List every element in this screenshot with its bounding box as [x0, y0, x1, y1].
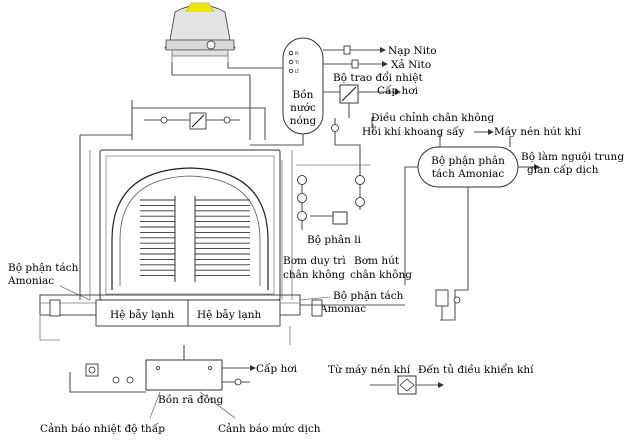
nitrogen-lines	[323, 45, 388, 69]
hot-water-tank-label-2: nước	[290, 102, 316, 114]
label-from-air-compressor: Từ máy nén khí	[328, 364, 411, 376]
label-cold-trap-left: Hệ bẫy lạnh	[110, 308, 175, 321]
label-cold-trap-right: Hệ bẫy lạnh	[197, 308, 262, 321]
vacuum-pumps	[296, 164, 370, 230]
label-intermediate-cooler-2: gian cấp dịch	[527, 163, 599, 176]
label-ammonia-separator-right-1: Bộ phận phân	[431, 155, 505, 167]
cooling-tower	[164, 2, 236, 62]
steam-supply-top-arrow	[372, 89, 401, 95]
label-to-air-control-cabinet: Đến tủ điều khiển khí	[418, 363, 534, 376]
label-ammonia-separator-mid-2: Amoniac	[319, 303, 366, 315]
label-separator: Bộ phân li	[307, 234, 362, 246]
hot-water-tank-label-1: Bồn	[293, 88, 314, 101]
alarm-leaders	[149, 391, 236, 419]
defrost-tank	[69, 345, 256, 393]
ammonia-separator-right	[404, 134, 540, 321]
label-ammonia-separator-left-1: Bộ phận tách	[8, 262, 79, 274]
hot-water-tank-label-3: nóng	[290, 115, 317, 127]
label-holding-pump-1: Bơm duy trì	[283, 255, 346, 267]
label-liquid-level-alarm: Cảnh báo mức dịch	[218, 422, 321, 435]
label-vacuum-pump-1: Bơm hút	[354, 255, 400, 267]
label-steam-supply-bottom: Cấp hơi	[256, 362, 298, 375]
label-vacuum-control: Điều chỉnh chân không	[371, 111, 494, 124]
cold-trap-system	[39, 294, 405, 345]
separator-box	[310, 211, 348, 225]
label-ammonia-separator-left-2: Amoniac	[7, 275, 54, 287]
label-holding-pump-2: chân không	[283, 269, 345, 281]
tower-piping	[131, 62, 373, 175]
label-defrost-tank: Bồn rã đông	[158, 393, 224, 406]
svg-text:TI: TI	[294, 60, 299, 65]
svg-text:PI: PI	[295, 51, 299, 56]
label-low-temp-alarm: Cảnh báo nhiệt độ thấp	[40, 422, 165, 435]
label-nitrogen-vent: Xả Nito	[391, 58, 431, 71]
svg-text:LT: LT	[295, 69, 300, 74]
dryer-return-arrow	[474, 129, 494, 135]
label-ammonia-separator-mid-1: Bộ phận tách	[333, 290, 404, 302]
label-nitrogen-fill: Nạp Nito	[388, 45, 437, 57]
label-vacuum-pump-2: chân không	[350, 269, 412, 281]
hot-water-tank: PI TI LT	[282, 37, 324, 135]
label-exhaust-compressor: Máy nén hút khí	[494, 126, 582, 138]
air-filter-assembly	[370, 375, 444, 395]
label-ammonia-separator-right-2: tách Amoniac	[432, 168, 505, 180]
label-dryer-gas-return: Hồi khí khoang sấy	[362, 125, 464, 138]
heat-exchanger	[323, 84, 372, 118]
chamber-piping	[79, 134, 293, 300]
right-valve-assembly	[435, 289, 461, 320]
chamber-coils	[140, 196, 250, 282]
label-heat-exchanger: Bộ trao đổi nhiệt	[333, 71, 423, 84]
label-steam-supply-top: Cấp hơi	[377, 84, 419, 97]
label-intermediate-cooler-1: Bộ làm nguội trung	[521, 151, 624, 163]
drying-chamber	[99, 149, 281, 301]
